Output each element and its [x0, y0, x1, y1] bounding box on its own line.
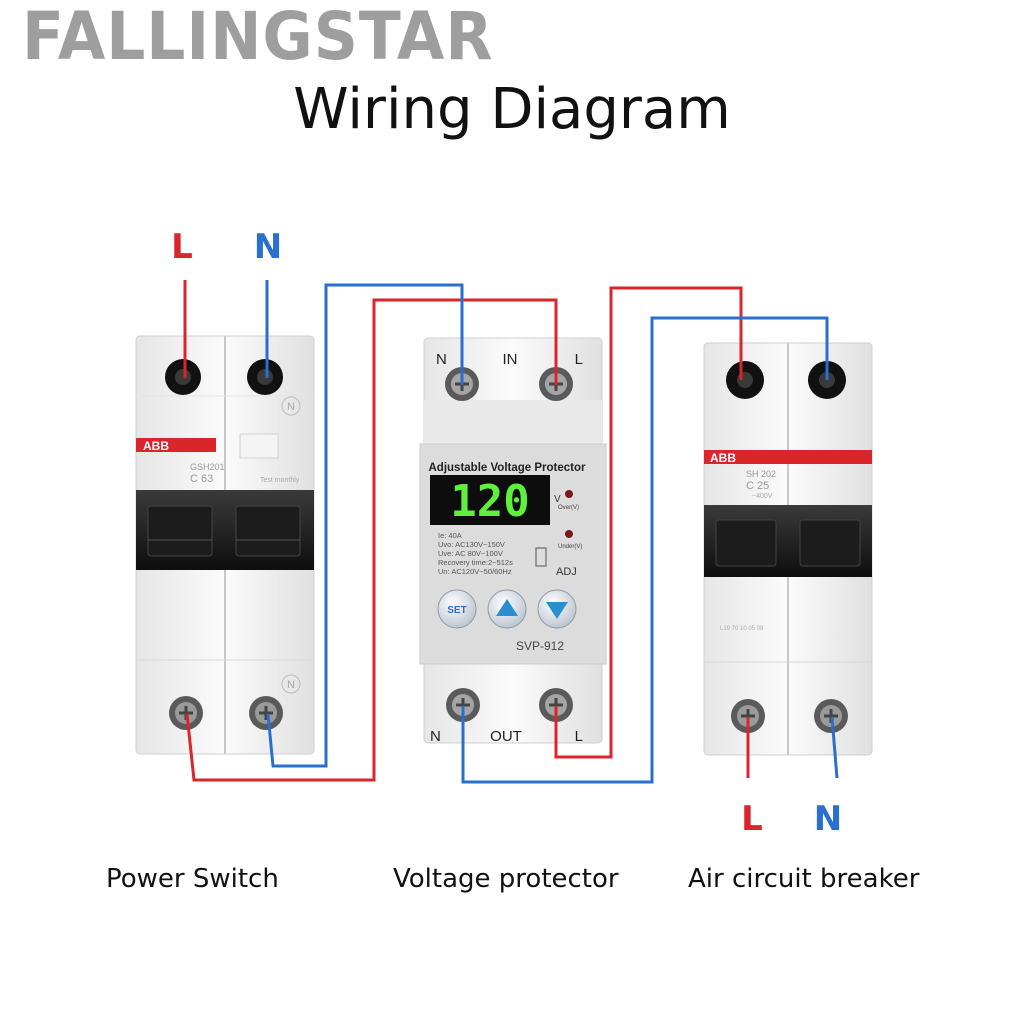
test-button[interactable] [239, 433, 279, 459]
switch-test-label: Test monthly [260, 477, 300, 484]
wire-output-neutral [830, 716, 839, 779]
spec-line: Uve: AC 80V~100V [438, 549, 503, 558]
switch-brand: ABB [143, 439, 169, 453]
breaker-toggle-left[interactable] [715, 519, 777, 567]
power-switch: N ABB GSH201 C 63 Test monthly N [135, 335, 315, 755]
input-neutral-label: N [254, 227, 282, 267]
breaker-toggle-right[interactable] [799, 519, 861, 567]
spec-line: Recovery time:2~512s [438, 558, 513, 567]
protector-model: SVP-912 [516, 639, 564, 653]
protector-bottom-label-l: L [575, 728, 583, 745]
over-voltage-label: Over(V) [558, 505, 579, 511]
display-unit: V [554, 494, 561, 505]
protector-specs: Ie: 40A Uvo: AC130V~150V Uve: AC 80V~100… [438, 531, 513, 576]
caption-voltage-protector: Voltage protector [393, 864, 619, 894]
breaker-bottom-text: L19 70 10 05 08 [720, 626, 764, 632]
input-live-label: L [171, 227, 193, 267]
wires [183, 280, 839, 784]
breaker-voltage: ~400V [752, 493, 773, 500]
switch-side-mark-bottom: N [287, 679, 295, 691]
protector-top-label-n: N [436, 351, 447, 368]
caption-air-circuit-breaker: Air circuit breaker [688, 864, 920, 894]
breaker-brand: ABB [710, 451, 736, 465]
set-button-label: SET [447, 605, 466, 616]
caption-power-switch: Power Switch [106, 864, 279, 894]
switch-toggle-left[interactable] [147, 505, 213, 557]
voltage-display [430, 475, 550, 525]
under-voltage-led [565, 530, 573, 538]
spec-line: Uvo: AC130V~150V [438, 540, 505, 549]
protector-bottom-label-out: OUT [490, 728, 522, 745]
wire-protector-to-breaker-live [554, 286, 743, 759]
arrow-down-icon [546, 602, 568, 619]
protector-top-label-in: IN [503, 351, 518, 368]
output-neutral-label: N [814, 799, 842, 839]
relay-symbol [535, 547, 547, 567]
spec-line: Un: AC120V~50/60Hz [438, 567, 512, 576]
protector-heading: Adjustable Voltage Protector [429, 462, 587, 474]
air-circuit-breaker: ABB SH 202 C 25 ~400V L19 70 10 05 08 [703, 342, 873, 756]
page-title: Wiring Diagram [293, 77, 731, 142]
protector-top-label-l: L [575, 351, 583, 368]
protector-bottom-label-n: N [430, 728, 441, 745]
spec-line: Ie: 40A [438, 531, 462, 540]
wire-switch-to-protector-neutral [266, 283, 464, 768]
adj-label: ADJ [556, 566, 577, 578]
switch-side-mark-top: N [287, 401, 295, 413]
output-live-label: L [741, 799, 763, 839]
display-value: 120 [450, 476, 529, 527]
breaker-rating: C 25 [746, 480, 769, 492]
set-button[interactable] [437, 589, 477, 629]
over-voltage-led [565, 490, 573, 498]
voltage-protector: N IN L Adjustable Voltage Protector 120 … [419, 337, 607, 745]
abb-band [704, 450, 872, 464]
brand-watermark: FALLINGSTAR [22, 0, 494, 75]
breaker-model: SH 202 [746, 469, 776, 479]
wire-switch-to-protector-live [185, 298, 558, 782]
switch-toggle-right[interactable] [235, 505, 301, 557]
wire-protector-to-breaker-neutral [461, 316, 829, 784]
under-voltage-label: Under(V) [558, 544, 582, 550]
switch-rating: C 63 [190, 473, 213, 485]
abb-band [136, 438, 216, 452]
switch-model: GSH201 [190, 462, 225, 472]
arrow-up-icon [496, 599, 518, 616]
